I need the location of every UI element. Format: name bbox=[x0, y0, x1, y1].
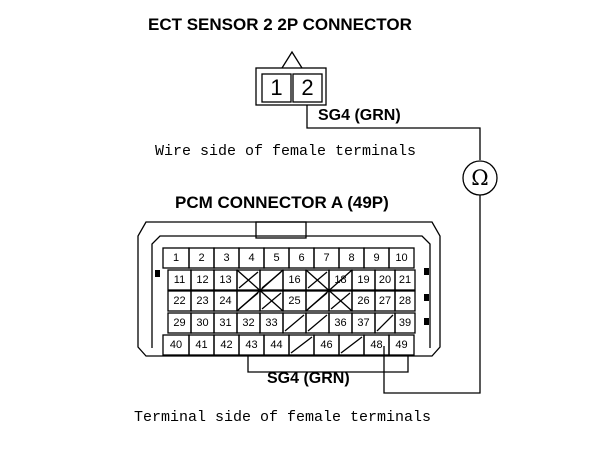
pcm-view-caption: Terminal side of female terminals bbox=[134, 409, 432, 426]
pcm-pin-label: 12 bbox=[196, 274, 209, 286]
pcm-pin-label: 48 bbox=[370, 339, 383, 351]
pcm-pin-label: 7 bbox=[323, 252, 330, 264]
pcm-pin-label: 13 bbox=[219, 274, 232, 286]
pcm-pin-label: 41 bbox=[195, 339, 208, 351]
pcm-pin-label: 46 bbox=[320, 339, 333, 351]
pcm-pin-label: 3 bbox=[223, 252, 230, 264]
pcm-pin-label: 4 bbox=[248, 252, 255, 264]
wire-ect-to-meter bbox=[306, 105, 481, 160]
ect-connector-title: ECT SENSOR 2 2P CONNECTOR bbox=[148, 15, 412, 34]
pcm-pin-label: 44 bbox=[270, 339, 283, 351]
pcm-pin-label: 25 bbox=[288, 295, 301, 307]
pcm-pin-label: 6 bbox=[298, 252, 305, 264]
pcm-pin-label: 29 bbox=[173, 317, 186, 329]
pcm-bottom-tab bbox=[247, 356, 409, 373]
pcm-pin-label: 28 bbox=[398, 295, 412, 307]
unused-cavity-slash bbox=[340, 336, 363, 354]
wire-meter-to-pcm bbox=[383, 195, 481, 394]
ohm-symbol: Ω bbox=[471, 166, 489, 190]
ect-pin-2-box bbox=[292, 73, 323, 103]
pcm-connector-title: PCM CONNECTOR A (49P) bbox=[175, 193, 389, 212]
ect-connector-housing bbox=[255, 67, 327, 106]
pcm-pin-label: 36 bbox=[334, 317, 347, 329]
pcm-pin-label: 31 bbox=[219, 317, 232, 329]
ohmmeter-circuit bbox=[306, 105, 498, 394]
pcm-pin-label: 39 bbox=[398, 317, 412, 329]
pcm-pin-label: 10 bbox=[395, 252, 408, 264]
pcm-wire-label: SG4 (GRN) bbox=[267, 370, 350, 387]
pcm-pin-label: 2 bbox=[198, 252, 205, 264]
unused-cavity-slash bbox=[284, 314, 305, 332]
ect-pin-2-label: 2 bbox=[301, 75, 314, 100]
ect-connector bbox=[255, 50, 327, 106]
pcm-pin-label: 37 bbox=[357, 317, 370, 329]
pcm-pin-label: 40 bbox=[169, 339, 183, 351]
pcm-pin-label: 49 bbox=[395, 339, 408, 351]
unused-cavity-slash bbox=[307, 314, 328, 332]
ect-pin-1-box bbox=[261, 73, 292, 103]
connector-latch bbox=[281, 50, 303, 69]
pcm-pin-label: 1 bbox=[172, 252, 180, 264]
pcm-pin-label: 26 bbox=[357, 295, 370, 307]
pcm-cavity bbox=[388, 247, 415, 269]
pcm-pin-label: 43 bbox=[245, 339, 258, 351]
unused-cavity-cross bbox=[236, 269, 284, 312]
pcm-pin-label: 30 bbox=[196, 317, 209, 329]
pcm-pin-label: 18 bbox=[334, 274, 347, 286]
pcm-pin-label: 42 bbox=[220, 339, 233, 351]
pcm-pin-label: 21 bbox=[398, 274, 412, 286]
pcm-pin-label: 24 bbox=[219, 295, 232, 307]
pcm-outer-shell bbox=[137, 221, 441, 357]
pcm-cavity bbox=[394, 290, 416, 312]
unused-cavity-cross bbox=[305, 269, 353, 312]
pcm-cavity bbox=[394, 269, 416, 291]
pcm-pin-label: 22 bbox=[173, 295, 186, 307]
ect-pin-1-label: 1 bbox=[270, 75, 283, 100]
pcm-pin-label: 11 bbox=[173, 274, 186, 286]
pcm-pin-label: 23 bbox=[196, 295, 209, 307]
pcm-cavity-grid bbox=[162, 247, 416, 356]
pcm-inner-frame bbox=[151, 235, 431, 348]
unused-cavity-slash bbox=[290, 336, 313, 354]
unused-cavity-slash bbox=[376, 314, 394, 332]
pcm-pin-label: 8 bbox=[348, 252, 355, 264]
pcm-pin-label: 20 bbox=[378, 274, 392, 286]
pcm-pin-label: 16 bbox=[288, 274, 301, 286]
pcm-pin-label: 27 bbox=[378, 295, 392, 307]
ect-view-caption: Wire side of female terminals bbox=[155, 143, 417, 160]
pcm-pin-label: 32 bbox=[242, 317, 255, 329]
pcm-cavity bbox=[394, 312, 416, 334]
pcm-guide-marks bbox=[155, 268, 429, 325]
pcm-connector-housing bbox=[137, 221, 441, 373]
pcm-pin-label: 19 bbox=[357, 274, 370, 286]
pcm-pin-label: 5 bbox=[273, 252, 280, 264]
pcm-cavity bbox=[388, 334, 415, 356]
pcm-pin-label: 9 bbox=[373, 252, 380, 264]
pcm-pin-label: 33 bbox=[265, 317, 278, 329]
ect-wire-label: SG4 (GRN) bbox=[318, 107, 401, 124]
